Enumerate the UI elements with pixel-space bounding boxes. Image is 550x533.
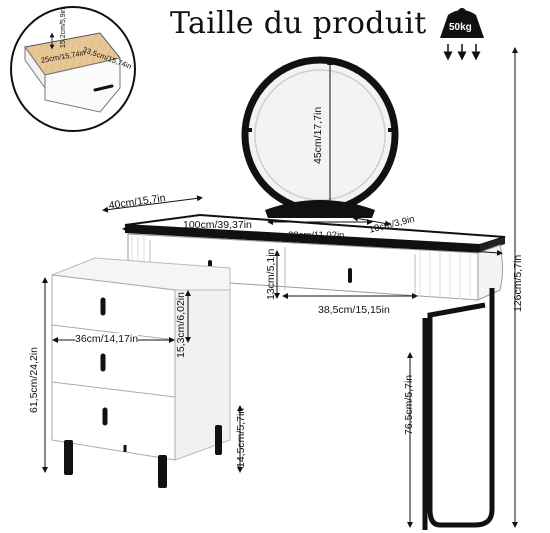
mirror-base-width-label: 28cm/11,02in — [288, 230, 345, 241]
weight-icon — [440, 8, 484, 61]
inset-drawer-height-label: 15,2cm/5,9in — [60, 7, 67, 48]
dimension-lines — [42, 47, 518, 528]
drawer-cabinet — [51, 257, 231, 461]
mirror-height-label: 45cm/17,7in — [312, 106, 324, 164]
drawer-width-label: 38,5cm/15,15in — [318, 304, 390, 316]
page-title: Taille du produit — [170, 6, 427, 41]
weight-label: 50kg — [449, 22, 472, 33]
round-mirror-icon — [241, 56, 399, 218]
table-height-label: 76.5cm/5,7in — [403, 374, 415, 435]
table-width-label: 100cm/39,37in — [183, 219, 252, 231]
total-height-label: 126cm/5,7in — [512, 254, 524, 312]
cabinet-height-label: 61,5cm/24,2in — [28, 347, 40, 413]
cabinet-legs — [64, 425, 222, 488]
leg-height-label: 14,5cm/5,7in — [235, 407, 247, 468]
cabinet-width-label: 36cm/14,17in — [75, 333, 139, 345]
cabinet-drawer-height-label: 15,3cm/6,02in — [175, 292, 187, 358]
drawer-height-label: 13cm/5,1in — [265, 248, 277, 300]
metal-leg-frame — [422, 288, 495, 530]
drawer-inset — [10, 6, 136, 132]
